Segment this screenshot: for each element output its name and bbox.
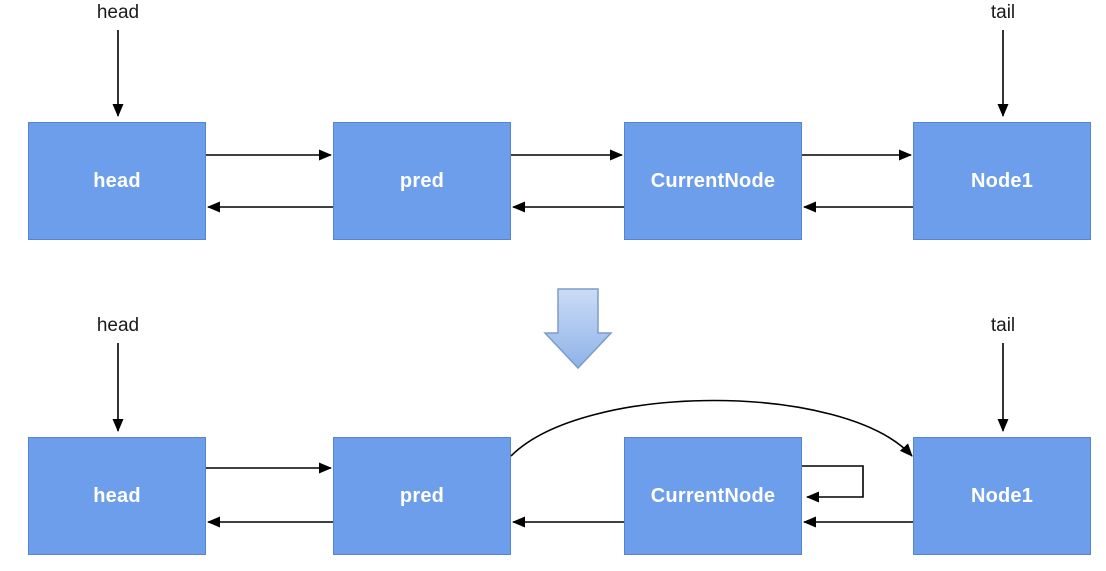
node-node1-before: Node1 (913, 122, 1091, 240)
head-pointer-label-after: head (96, 315, 140, 336)
node-currentnode-before: CurrentNode (624, 122, 802, 240)
arrow-currentnode-self-loop-after (802, 465, 864, 503)
node-pred-before: pred (333, 122, 511, 240)
down-block-arrow-icon (543, 288, 613, 370)
tail-pointer-label-after: tail (990, 315, 1016, 336)
node-node1-after: Node1 (913, 437, 1091, 555)
node-head-after: head (28, 437, 206, 555)
head-pointer-label-before: head (96, 2, 140, 23)
node-head-before: head (28, 122, 206, 240)
node-currentnode-after: CurrentNode (624, 437, 802, 555)
tail-pointer-label-before: tail (990, 2, 1016, 23)
node-pred-after: pred (333, 437, 511, 555)
